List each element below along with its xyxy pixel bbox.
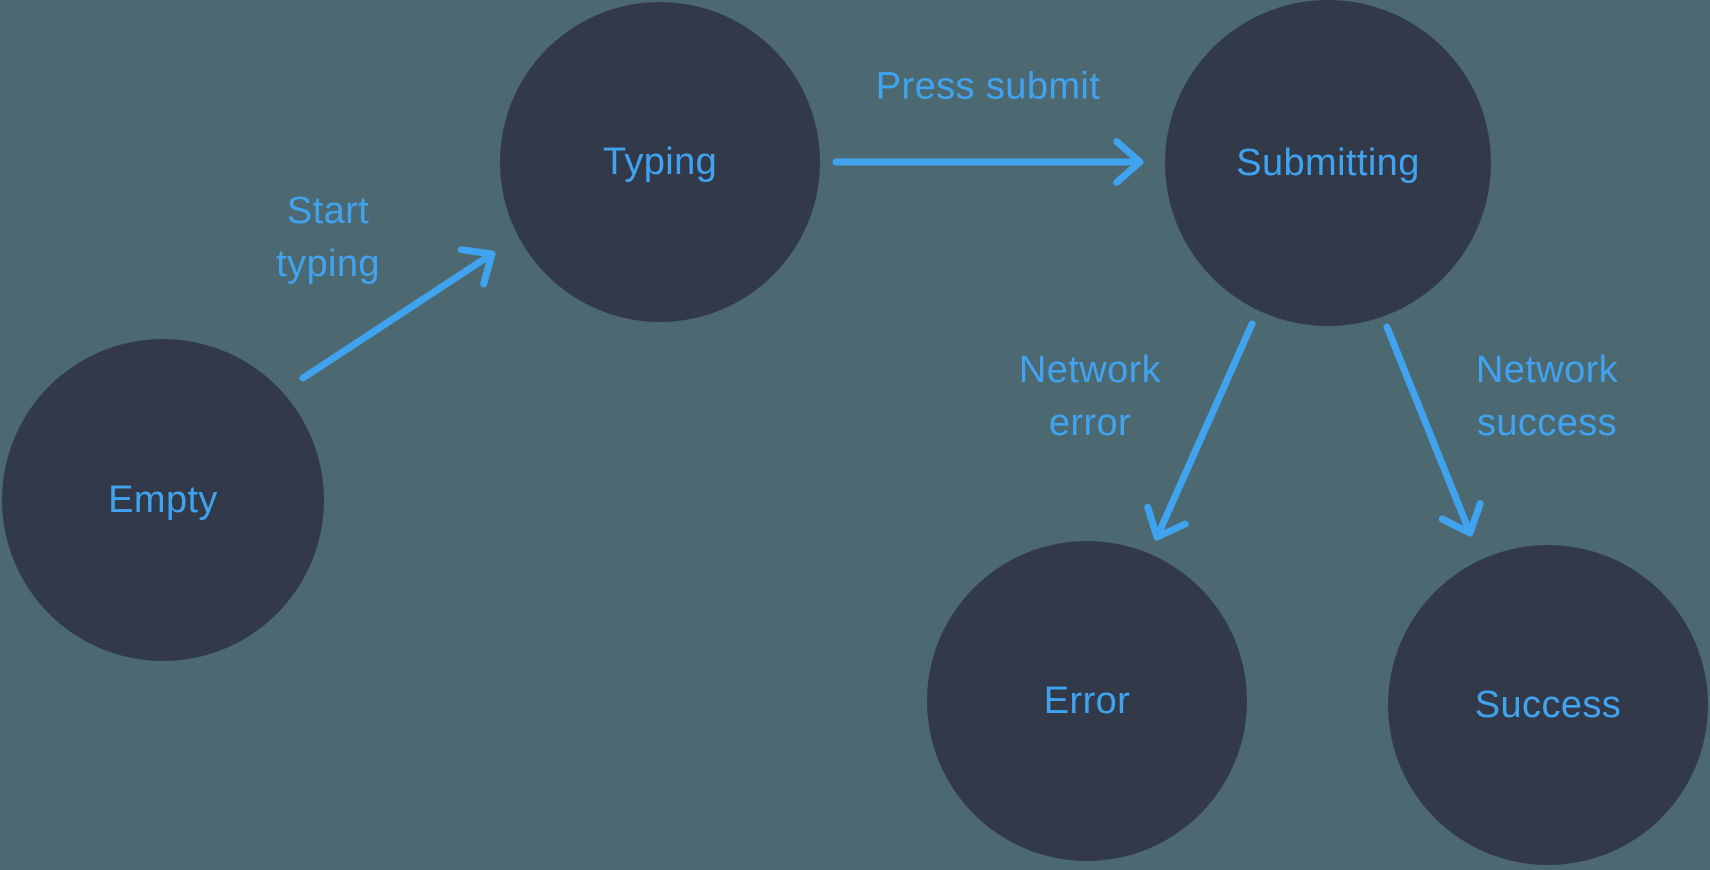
- state-node-empty: Empty: [2, 339, 324, 661]
- edge-network-success-arrow: [1383, 323, 1474, 537]
- edge-label-start-typing: Start typing: [276, 190, 380, 285]
- edge-network-error-arrowhead-icon: [1144, 503, 1189, 541]
- edge-network-success-arrowhead-icon: [1438, 500, 1484, 537]
- edge-label-press-submit: Press submit: [875, 65, 1101, 108]
- node-label-success: Success: [1474, 683, 1622, 726]
- node-label-empty: Empty: [108, 478, 218, 521]
- edge-press-submit-arrowhead-icon: [1113, 138, 1144, 186]
- node-label-error: Error: [1043, 679, 1131, 722]
- state-node-error: Error: [927, 541, 1247, 861]
- state-node-typing: Typing: [500, 2, 820, 322]
- node-label-typing: Typing: [602, 140, 718, 183]
- edge-label-network-error: Network error: [1018, 349, 1162, 444]
- edge-label-network-success: Network success: [1475, 349, 1619, 444]
- state-node-submitting: Submitting: [1165, 0, 1491, 326]
- edge-network-error-arrow: [1153, 320, 1256, 541]
- node-label-submitting: Submitting: [1236, 141, 1420, 184]
- edge-start-typing-arrow: [299, 250, 496, 382]
- edge-start-typing-arrowhead-icon: [457, 246, 496, 288]
- state-node-success: Success: [1388, 545, 1708, 865]
